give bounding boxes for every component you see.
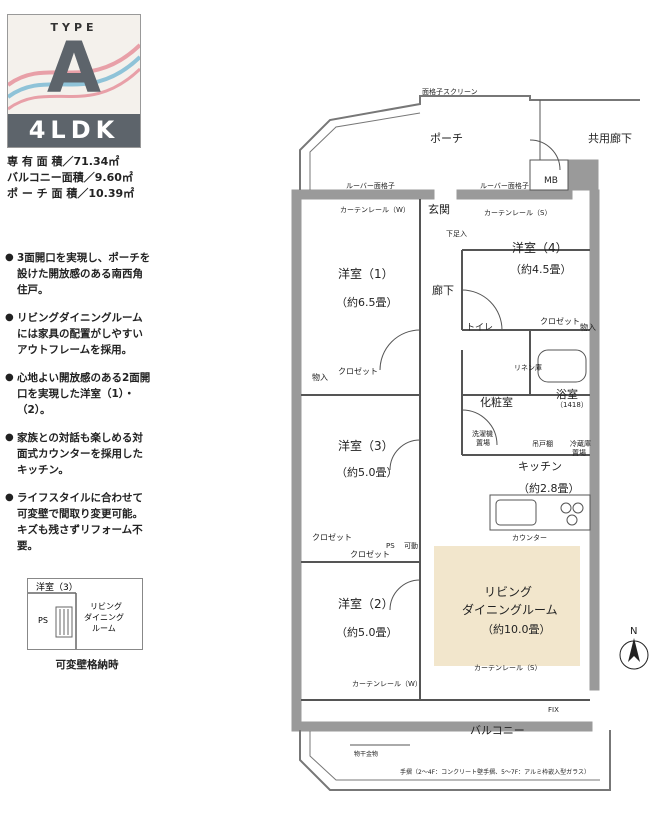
mini-ldr-line3: ルーム	[92, 624, 116, 633]
counter-label: カウンター	[512, 533, 547, 542]
storage-label: 物入	[580, 322, 596, 332]
living-size: （約10.0畳）	[482, 622, 551, 636]
balcony-label: バルコニー	[470, 724, 525, 737]
railing-label: 手摺（2〜4F：コンクリート壁手摺、5〜7F：アルミ枠嵌入型ガラス）	[400, 768, 590, 776]
feature-item: 家族との対話も楽しめる対面式カウンターを採用したキッチン。	[5, 430, 153, 478]
genkan-label: 玄関	[428, 202, 450, 216]
closet-label: クロゼット	[350, 549, 390, 559]
balcony-outline	[299, 730, 611, 791]
washer-label-2: 置場	[476, 438, 490, 447]
fridge-label-2: 置場	[572, 448, 586, 457]
curtain-rail-label: カーテンレール（S）	[484, 209, 551, 217]
screen-label: 面格子スクリーン	[422, 87, 478, 96]
toilet-label: トイレ	[466, 323, 493, 333]
stove-burner	[572, 502, 584, 514]
mini-ps-label: PS	[38, 616, 48, 625]
drying-rack-label: 物干金物	[354, 750, 378, 758]
badge-type-letter: A	[46, 27, 102, 109]
bath-size: （1418）	[556, 401, 588, 409]
room1-size: （約6.5畳）	[336, 295, 398, 309]
mb-label: MB	[544, 176, 558, 186]
balcony-inner	[309, 731, 600, 781]
fridge-label: 冷蔵庫	[570, 439, 591, 448]
entry-door-swing	[529, 139, 561, 171]
feature-item: 心地よい開放感のある2面開口を実現した洋室（1）・（2）。	[5, 370, 153, 418]
north-label: N	[630, 626, 637, 637]
type-badge: TYPE A 4LDK	[7, 14, 141, 148]
living-label-line1: リビング	[484, 585, 532, 599]
feature-item: ライフスタイルに合わせて可変壁で間取り変更可能。キズも残さずリフォーム不要。	[5, 490, 153, 554]
porch-outline-inner	[309, 112, 421, 190]
living-label-line2: ダイニングルーム	[462, 602, 558, 617]
vanity-label: 化粧室	[480, 395, 513, 409]
bath-label: 浴室	[556, 387, 578, 401]
area-list: 専 有 面 積／71.34㎡ バルコニー面積／9.60㎡ ポ ー チ 面 積／1…	[7, 154, 134, 202]
porch-outline	[299, 95, 640, 190]
bathtub	[537, 349, 587, 383]
room2-size: （約5.0畳）	[336, 625, 398, 639]
curtain-rail-label: カーテンレール（W）	[352, 680, 422, 688]
stove-burner	[566, 514, 578, 526]
feature-item: 3面開口を実現し、ポーチを設けた開放感のある南西角住戸。	[5, 250, 153, 298]
mini-plan-drawing: 洋室（3） PS リビング ダイニング ルーム	[28, 581, 124, 649]
room4-label: 洋室（4）	[512, 240, 568, 255]
north-arrow	[619, 638, 649, 670]
mini-ldr-line1: リビング	[90, 601, 122, 611]
room1-label: 洋室（1）	[338, 266, 394, 281]
closet-label: クロゼット	[312, 532, 352, 542]
mb-box	[529, 159, 569, 191]
area-row: バルコニー面積／9.60㎡	[7, 171, 133, 184]
room4-size: （約4.5畳）	[510, 262, 572, 276]
hanger-label: 吊戸棚	[532, 439, 553, 448]
mini-room-label: 洋室（3）	[36, 581, 78, 593]
stove-burner	[560, 502, 572, 514]
badge-layout-label: 4LDK	[8, 114, 140, 147]
feature-item: リビングダイニングルームには家具の配置がしやすいアウトフレームを採用。	[5, 310, 153, 358]
closet-label: クロゼット	[540, 316, 580, 326]
kitchen-counter	[489, 494, 591, 531]
closet-label: クロゼット	[338, 366, 378, 376]
mini-plan-caption: 可変壁格納時	[55, 659, 119, 671]
kitchen-size: （約2.8畳）	[518, 481, 580, 495]
porch-label: ポーチ	[430, 132, 463, 145]
plan-walls	[291, 159, 600, 732]
fix-label: FIX	[548, 706, 559, 714]
hall-label: 廊下	[432, 283, 454, 297]
curtain-rail-label: カーテンレール（S）	[474, 664, 541, 672]
mini-ldr-line2: ダイニング	[84, 612, 124, 622]
kitchen-sink	[495, 499, 537, 526]
movable-partition-label: 可動	[404, 541, 418, 550]
interior-walls	[301, 199, 590, 701]
kitchen-label: キッチン	[518, 460, 562, 473]
ps-label: PS	[386, 542, 395, 550]
shoe-cabinet-label: 下足入	[446, 230, 467, 238]
mini-plan: 洋室（3） PS リビング ダイニング ルーム	[27, 578, 143, 650]
area-row: ポ ー チ 面 積／10.39㎡	[7, 187, 135, 200]
storage-label: 物入	[312, 372, 328, 382]
badge-type-label: TYPE	[50, 21, 98, 34]
common-corridor-label: 共用廊下	[588, 131, 632, 145]
washer-label: 洗濯機	[472, 429, 493, 438]
linen-label: リネン庫	[514, 363, 542, 372]
louver-label: ルーバー面格子	[480, 181, 529, 190]
area-row: 専 有 面 積／71.34㎡	[7, 155, 120, 168]
louver-label: ルーバー面格子	[346, 181, 395, 190]
room3-label: 洋室（3）	[338, 438, 394, 453]
room2-label: 洋室（2）	[338, 596, 394, 611]
curtain-rail-label: カーテンレール（W）	[340, 206, 410, 214]
door-swings	[379, 289, 503, 611]
feature-list: 3面開口を実現し、ポーチを設けた開放感のある南西角住戸。 リビングダイニングルー…	[5, 250, 153, 566]
badge-wave-decoration	[8, 43, 140, 111]
living-room-fill	[434, 546, 580, 666]
room3-size: （約5.0畳）	[336, 465, 398, 479]
